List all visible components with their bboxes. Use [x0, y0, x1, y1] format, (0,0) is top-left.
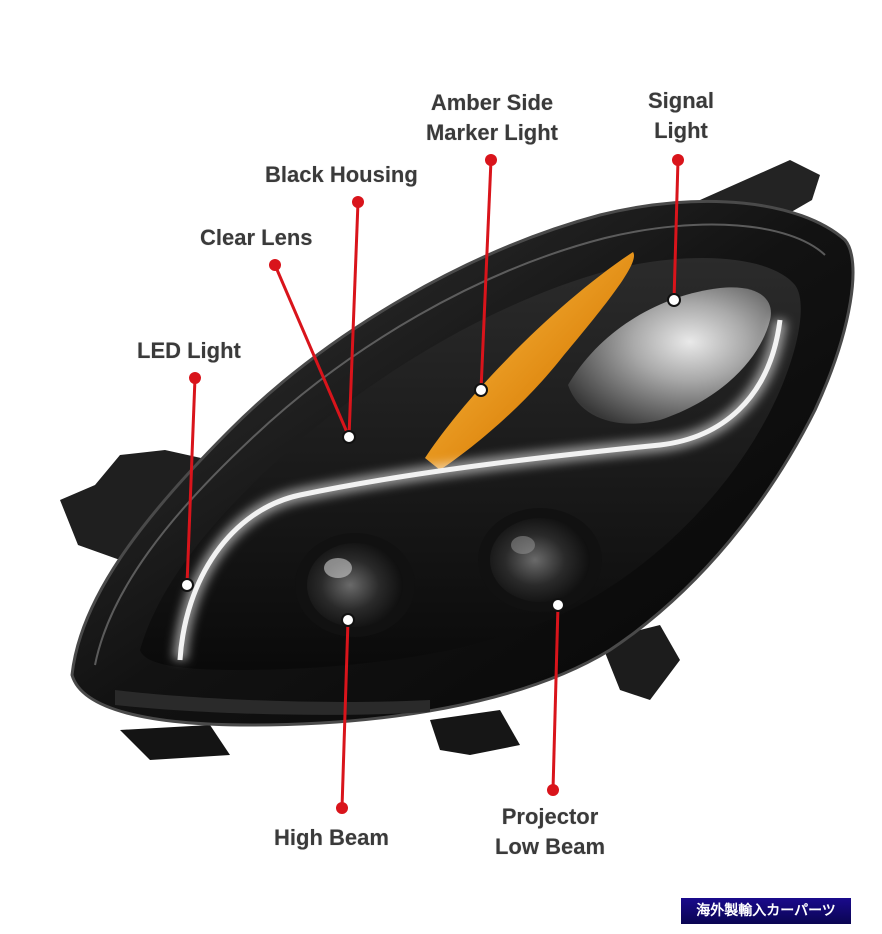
- callout-line-signal: [672, 159, 680, 301]
- callout-line-low: [551, 604, 560, 791]
- target-dot-high: [341, 613, 355, 627]
- amber-side-marker-shape: [425, 252, 635, 470]
- callout-lines: [185, 159, 680, 809]
- red-dot-high: [336, 802, 348, 814]
- high-beam-projector: [295, 533, 415, 637]
- callout-line-housing: [347, 201, 360, 438]
- watermark-badge: 海外製輸入カーパーツ: [681, 898, 851, 924]
- red-dot-lens: [269, 259, 281, 271]
- red-dot-signal: [672, 154, 684, 166]
- target-dot-led: [180, 578, 194, 592]
- target-dot-signal: [667, 293, 681, 307]
- label-projector-low-beam: Projector Low Beam: [470, 802, 630, 862]
- target-dot-amber: [474, 383, 488, 397]
- callout-line-high: [340, 619, 350, 809]
- label-led-light: LED Light: [137, 338, 241, 363]
- callout-line-lens: [273, 264, 351, 438]
- red-dot-low: [547, 784, 559, 796]
- callout-red-dots: [189, 154, 684, 814]
- target-dot-low: [551, 598, 565, 612]
- label-clear-lens: Clear Lens: [200, 225, 313, 250]
- red-dot-housing: [352, 196, 364, 208]
- label-signal-light: Signal Light: [626, 86, 736, 146]
- target-dot-housing: [342, 430, 356, 444]
- callout-line-amber: [479, 159, 493, 391]
- label-amber-line2: Marker Light: [425, 120, 559, 145]
- label-projector-line2: Low Beam: [494, 834, 606, 859]
- label-high-beam: High Beam: [274, 825, 389, 850]
- label-amber-line1: Amber Side: [430, 90, 554, 115]
- signal-light-shape: [568, 287, 771, 424]
- low-beam-projector: [478, 508, 602, 612]
- label-signal-line2: Light: [654, 118, 708, 143]
- callout-target-dots: [180, 293, 681, 627]
- lower-trim: [115, 690, 430, 715]
- label-signal-line1: Signal: [647, 88, 714, 113]
- label-amber-side-marker-light: Amber Side Marker Light: [410, 88, 574, 148]
- led-light-bar: [177, 319, 783, 661]
- label-projector-line1: Projector: [501, 804, 599, 829]
- red-dot-led: [189, 372, 201, 384]
- red-dot-amber: [485, 154, 497, 166]
- label-black-housing: Black Housing: [265, 162, 418, 187]
- callout-line-led: [185, 377, 197, 586]
- clear-lens-edge: [94, 223, 826, 666]
